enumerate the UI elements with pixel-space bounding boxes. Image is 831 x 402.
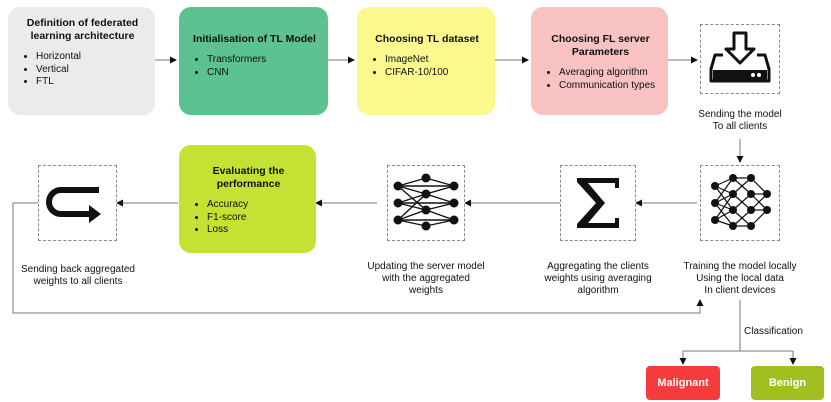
- server-model-icon-box: [387, 165, 465, 241]
- list-item: CIFAR-10/100: [385, 67, 485, 80]
- list-item: Horizontal: [36, 51, 145, 64]
- benign-badge: Benign: [751, 366, 824, 400]
- aggregate-caption: Aggregating the clients weights using av…: [544, 261, 652, 296]
- init-model-box: Initialisation of TL Model Transformers …: [179, 7, 328, 115]
- evaluate-title: Evaluating the performance: [212, 165, 285, 190]
- fl-params-box: Choosing FL server Parameters Averaging …: [531, 7, 668, 115]
- fl-params-list: Averaging algorithm Communication types: [543, 67, 658, 92]
- list-item: Transformers: [207, 54, 318, 67]
- choose-dataset-box: Choosing TL dataset ImageNet CIFAR-10/10…: [357, 7, 495, 115]
- send-back-caption: Sending back aggregated weights to all c…: [21, 264, 135, 287]
- init-model-title: Initialisation of TL Model: [193, 33, 316, 45]
- definition-list: Horizontal Vertical FTL: [20, 51, 145, 89]
- evaluate-box: Evaluating the performance Accuracy F1-s…: [179, 145, 316, 253]
- list-item: FTL: [36, 76, 145, 89]
- client-model-icon-box: [700, 165, 780, 241]
- aggregation-icon-box: [560, 165, 636, 241]
- classification-label: Classification: [744, 326, 803, 337]
- server-icon-box: [700, 24, 780, 94]
- send-model-caption: Sending the model To all clients: [698, 109, 782, 132]
- list-item: Averaging algorithm: [559, 67, 658, 80]
- neural-network-icon: [393, 173, 459, 231]
- init-model-list: Transformers CNN: [191, 54, 318, 79]
- definition-box: Definition of federated learning archite…: [8, 7, 155, 115]
- list-item: ImageNet: [385, 54, 485, 67]
- choose-dataset-list: ImageNet CIFAR-10/100: [369, 54, 485, 79]
- send-back-icon-box: [38, 165, 117, 241]
- neural-network-icon: [711, 174, 771, 230]
- list-item: CNN: [207, 67, 318, 80]
- malignant-badge: Malignant: [646, 366, 720, 400]
- fl-params-title: Choosing FL server Parameters: [551, 33, 650, 58]
- list-item: F1-score: [207, 212, 306, 225]
- list-item: Vertical: [36, 64, 145, 77]
- evaluate-list: Accuracy F1-score Loss: [191, 199, 306, 237]
- update-server-caption: Updating the server model with the aggre…: [367, 261, 485, 296]
- return-arrow-icon: [46, 187, 101, 223]
- choose-dataset-title: Choosing TL dataset: [375, 33, 479, 45]
- list-item: Accuracy: [207, 199, 306, 212]
- server-download-icon: [709, 31, 771, 83]
- list-item: Communication types: [559, 80, 658, 93]
- sigma-icon: [577, 178, 619, 228]
- definition-title: Definition of federated learning archite…: [26, 17, 139, 42]
- train-local-caption: Training the model locally Using the loc…: [683, 261, 797, 296]
- list-item: Loss: [207, 224, 306, 237]
